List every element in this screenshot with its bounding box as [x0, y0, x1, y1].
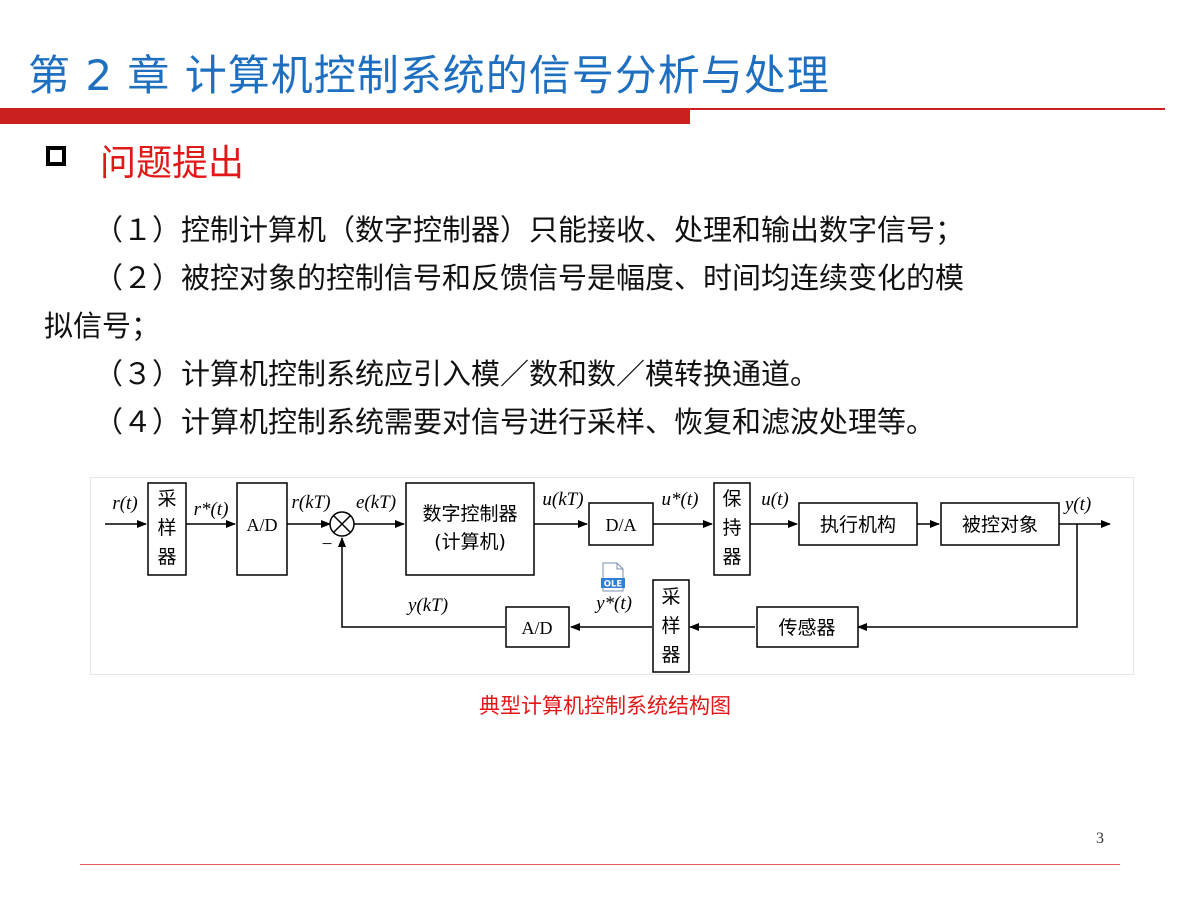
line-feedback-sum	[338, 537, 505, 628]
title-rule-thin	[0, 108, 1165, 110]
signal-e-kT: e(kT)	[356, 492, 396, 513]
sensor-label: 传感器	[778, 617, 835, 639]
paragraph-1: （１）控制计算机（数字控制器）只能接收、处理和输出数字信号；	[94, 213, 965, 247]
ad-block-1	[236, 482, 288, 576]
slide-title: 第 2 章 计算机控制系统的信号分析与处理	[28, 51, 830, 100]
actuator-label: 执行机构	[820, 514, 896, 536]
ad1-label: A/D	[247, 515, 278, 535]
signal-r-star-t: r*(t)	[194, 499, 229, 520]
holder-char-1: 保	[722, 488, 741, 510]
paragraph-2: （２）被控对象的控制信号和反馈信号是幅度、时间均连续变化的模	[94, 261, 965, 295]
sampler-block-2	[652, 579, 690, 673]
paragraph-4: （４）计算机控制系统需要对信号进行采样、恢复和滤波处理等。	[94, 405, 936, 439]
ole-label: OLE	[604, 580, 623, 590]
controller-label-1: 数字控制器	[422, 503, 517, 525]
diagram-frame	[90, 477, 1134, 675]
footer-rule	[80, 864, 1120, 865]
signal-r-kT: r(kT)	[291, 492, 330, 513]
signal-u-kT: u(kT)	[542, 489, 583, 510]
ole-object-icon[interactable]: OLE	[600, 562, 626, 592]
problem-list: （１）控制计算机（数字控制器）只能接收、处理和输出数字信号； （２）被控对象的控…	[44, 206, 1154, 446]
ad-block-2	[505, 606, 570, 648]
sampler2-char-3: 器	[661, 644, 680, 666]
line-output-sensor	[857, 524, 1078, 631]
sampler1-char-1: 采	[157, 488, 176, 510]
sampler2-char-2: 样	[661, 615, 680, 637]
plant-block	[940, 502, 1060, 546]
ad2-label: A/D	[522, 618, 553, 638]
minus-sign: −	[322, 534, 333, 555]
holder-char-3: 器	[722, 546, 741, 568]
holder-block	[713, 482, 751, 576]
sampler1-char-2: 样	[157, 517, 176, 539]
signal-u-t: u(t)	[761, 489, 788, 510]
controller-label-2: (计算机)	[434, 531, 506, 553]
title-rule-thick	[0, 110, 690, 124]
summing-junction	[329, 511, 355, 537]
paragraph-2-continued: 拟信号；	[44, 309, 161, 343]
square-bullet-icon	[46, 146, 66, 166]
sampler-block-1	[147, 482, 187, 576]
section-heading: 问题提出	[100, 143, 245, 184]
signal-y-kT: y(kT)	[406, 595, 448, 616]
signal-r-t: r(t)	[112, 493, 137, 514]
signal-u-star-t: u*(t)	[662, 489, 699, 510]
paragraph-3: （３）计算机控制系统应引入模／数和数／模转换通道。	[94, 357, 820, 391]
plant-label: 被控对象	[962, 514, 1038, 536]
holder-char-2: 持	[722, 517, 741, 539]
actuator-block	[798, 502, 918, 546]
da-block	[588, 502, 654, 546]
sensor-block	[756, 606, 859, 648]
sampler1-char-3: 器	[157, 546, 176, 568]
sampler2-char-1: 采	[661, 586, 680, 608]
summing-junction-cross-b	[332, 514, 352, 534]
da-label: D/A	[606, 515, 637, 535]
controller-block	[405, 482, 535, 576]
signal-y-t: y(t)	[1063, 494, 1091, 515]
diagram-caption: 典型计算机控制系统结构图	[479, 694, 731, 718]
signal-y-star-t: y*(t)	[594, 593, 632, 614]
page-number: 3	[1096, 830, 1104, 847]
